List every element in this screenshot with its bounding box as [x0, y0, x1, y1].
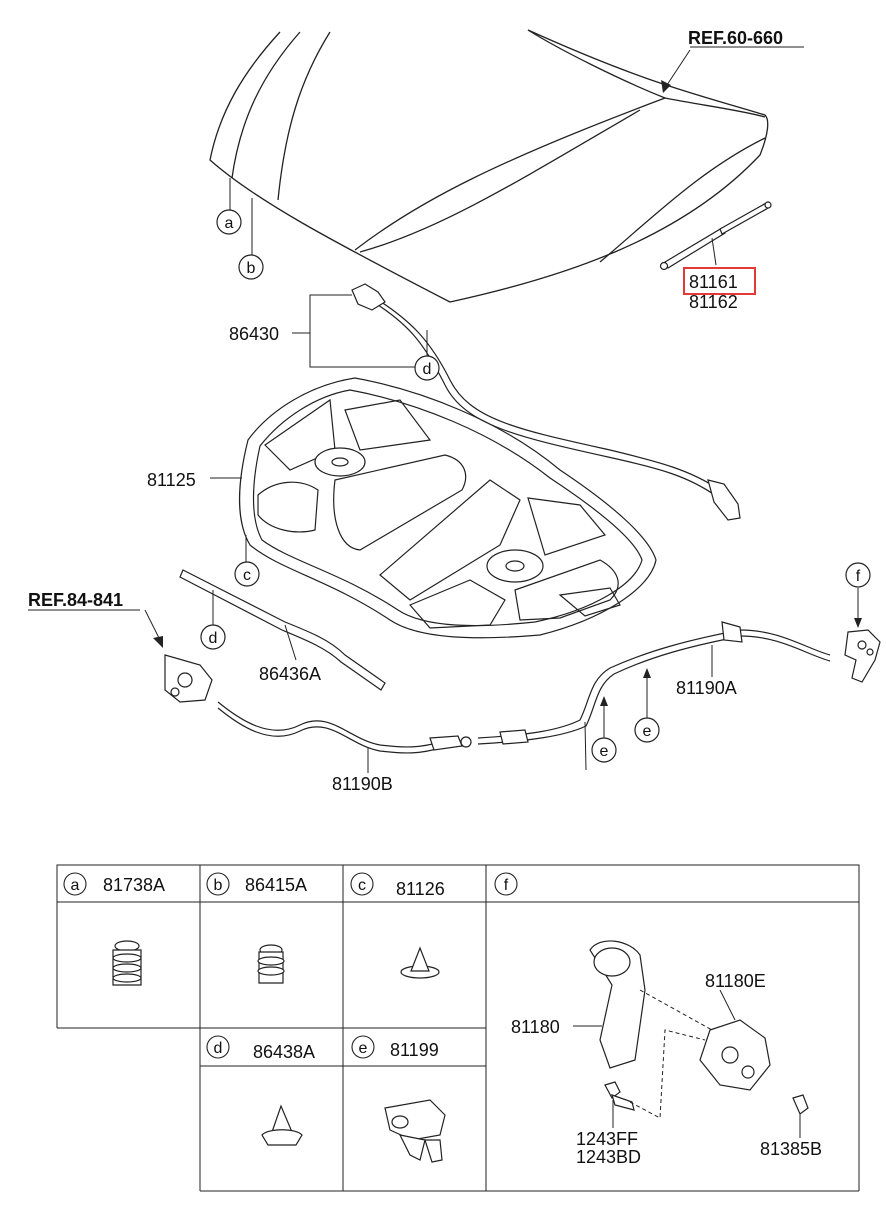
- f-leader-lines: [573, 989, 801, 1138]
- hood-panel: [209, 29, 769, 303]
- table-letter-b: b: [214, 877, 223, 894]
- callout-c-letter: c: [243, 567, 251, 584]
- release-handle-small: [844, 629, 881, 683]
- clip-e-icon: [384, 1099, 446, 1163]
- table-letter-d: d: [214, 1040, 223, 1057]
- ref-hood-label[interactable]: REF.60-660: [688, 28, 783, 48]
- callout-e-1: e: [591, 737, 617, 763]
- part-label-86430[interactable]: 86430: [229, 324, 279, 344]
- table-header-b: b 86415A: [206, 872, 307, 896]
- part-label-81161[interactable]: 81161: [689, 272, 738, 292]
- part-label-1243BD[interactable]: 1243BD: [576, 1147, 641, 1167]
- leader-lines: [28, 46, 859, 773]
- part-label-81162[interactable]: 81162: [689, 292, 738, 312]
- callout-d-strip: d: [200, 624, 226, 650]
- callout-e-letter: e: [600, 743, 609, 760]
- table-part-81738A[interactable]: 81738A: [103, 875, 165, 895]
- part-label-81180[interactable]: 81180: [511, 1017, 560, 1037]
- part-label-86436A[interactable]: 86436A: [259, 664, 321, 684]
- part-label-81180E[interactable]: 81180E: [705, 971, 766, 991]
- table-letter-a: a: [71, 877, 80, 894]
- table-letter-e: e: [359, 1040, 368, 1057]
- callout-a: a: [216, 209, 242, 235]
- highlight-box: [683, 267, 756, 295]
- callout-e-2: e: [634, 717, 660, 743]
- callout-a-letter: a: [225, 215, 234, 232]
- callout-e-letter: e: [643, 723, 652, 740]
- parts-table: [56, 864, 860, 1192]
- callout-d-letter: d: [423, 361, 432, 378]
- callout-d-letter: d: [209, 630, 218, 647]
- clip-d-icon: [261, 1104, 303, 1146]
- part-label-81125[interactable]: 81125: [147, 470, 196, 490]
- release-handle-assembly: [589, 940, 809, 1115]
- part-label-1243FF[interactable]: 1243FF: [576, 1129, 638, 1149]
- table-part-81199[interactable]: 81199: [390, 1040, 439, 1060]
- table-header-a: a 81738A: [63, 872, 165, 896]
- hood-stay-strut: [659, 201, 772, 271]
- release-cable-81190B: [217, 701, 472, 754]
- table-part-81126[interactable]: 81126: [396, 879, 445, 899]
- hood-insulator-81125: [239, 377, 657, 639]
- table-header-e: e 81199: [351, 1035, 439, 1060]
- clip-c-icon: [400, 946, 440, 979]
- table-part-86415A[interactable]: 86415A: [245, 875, 307, 895]
- hood-latch: [164, 654, 213, 703]
- table-part-86438A[interactable]: 86438A: [253, 1042, 315, 1062]
- table-header-d: d 86438A: [206, 1035, 315, 1062]
- callout-d-top: d: [414, 355, 440, 381]
- part-label-81385B[interactable]: 81385B: [760, 1139, 822, 1159]
- grommet-a-icon: [112, 940, 142, 986]
- callout-b-letter: b: [247, 260, 256, 277]
- table-header-c: c 81126: [350, 872, 445, 899]
- callout-b: b: [238, 254, 264, 280]
- seal-strip-86436A: [179, 569, 386, 691]
- table-header-f: f: [494, 872, 518, 896]
- grommet-b-icon: [257, 944, 285, 984]
- weatherstrip-86430: [351, 283, 741, 521]
- part-label-81190A[interactable]: 81190A: [676, 678, 737, 698]
- table-letter-c: c: [358, 877, 366, 894]
- release-cable-81190A: [477, 621, 831, 771]
- callout-f: f: [845, 562, 871, 588]
- callout-c: c: [234, 561, 260, 587]
- table-letter-f: f: [504, 877, 509, 894]
- callout-f-letter: f: [856, 568, 861, 585]
- ref-latch-label[interactable]: REF.84-841: [28, 590, 123, 610]
- part-label-81190B[interactable]: 81190B: [332, 774, 393, 794]
- arrowheads: [153, 80, 862, 706]
